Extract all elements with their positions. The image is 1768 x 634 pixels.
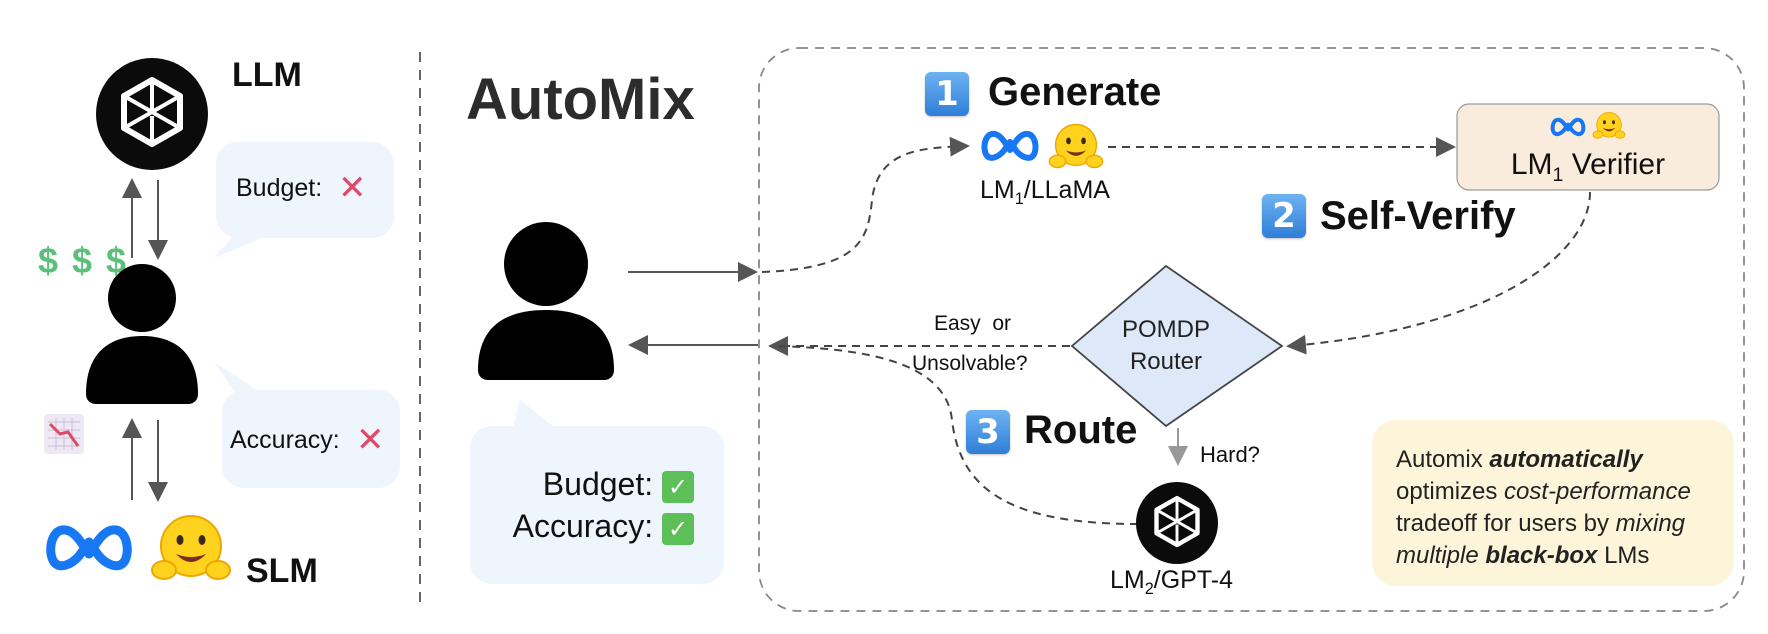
budget-label: Budget: [236, 174, 323, 202]
openai-logo-icon [96, 58, 208, 170]
user-accuracy-label: Accuracy: [512, 508, 654, 544]
router-diamond [1070, 264, 1284, 428]
step-route-label: Route [1024, 408, 1138, 452]
hard-label: Hard? [1200, 442, 1260, 467]
user-budget-label: Budget: [542, 466, 654, 502]
step-self-verify-label: Self-Verify [1320, 194, 1516, 238]
automix-container [758, 47, 1745, 612]
step-3-badge: 3 [966, 410, 1010, 454]
llm-label: LLM [232, 56, 302, 94]
chart-decreasing-icon [44, 414, 84, 454]
meta-logo-icon [980, 124, 1040, 168]
cost-dollar-icon: $ $ $ [38, 240, 129, 281]
step-2-badge: 2 [1262, 194, 1306, 238]
budget-bubble: Budget: ✕ [216, 142, 394, 238]
verifier-box [1456, 103, 1720, 191]
cross-icon: ✕ [356, 420, 385, 460]
router-label: POMDP Router [1092, 314, 1240, 378]
user-icon [476, 222, 616, 382]
user-icon [82, 264, 202, 404]
lm1-label: LM1/LLaMA [980, 176, 1110, 208]
automix-description: Automix automatically optimizes cost-per… [1396, 446, 1691, 569]
unsolvable-label: Unsolvable? [912, 352, 1028, 375]
note-box [1372, 420, 1734, 586]
page-title: AutoMix [466, 67, 695, 132]
accuracy-label: Accuracy: [230, 426, 340, 454]
check-icon: ✓ [662, 512, 694, 545]
router-line-2: Router [1129, 348, 1203, 375]
router-line-1: POMDP [1121, 316, 1210, 343]
user-requirements-bubble: Budget: ✓ Accuracy: ✓ [470, 426, 724, 584]
openai-logo-icon [1136, 482, 1218, 564]
easy-label: Easy or [934, 312, 1012, 335]
cross-icon: ✕ [338, 168, 367, 208]
meta-logo-icon [1550, 114, 1586, 142]
hugging-face-icon [150, 510, 232, 588]
check-icon: ✓ [662, 470, 694, 503]
verifier-label: LM1 Verifier [1510, 148, 1666, 186]
user-budget-row: Budget: ✓ [543, 466, 694, 503]
hugging-face-icon [1048, 120, 1104, 174]
slm-label: SLM [246, 552, 318, 590]
hugging-face-icon [1592, 110, 1626, 142]
accuracy-bubble: Accuracy: ✕ [222, 390, 400, 488]
step-1-badge: 1 [925, 72, 969, 116]
step-generate-label: Generate [988, 70, 1162, 114]
lm2-label: LM2/GPT-4 [1110, 566, 1233, 598]
user-accuracy-row: Accuracy: ✓ [513, 508, 694, 545]
meta-logo-icon [44, 520, 134, 576]
